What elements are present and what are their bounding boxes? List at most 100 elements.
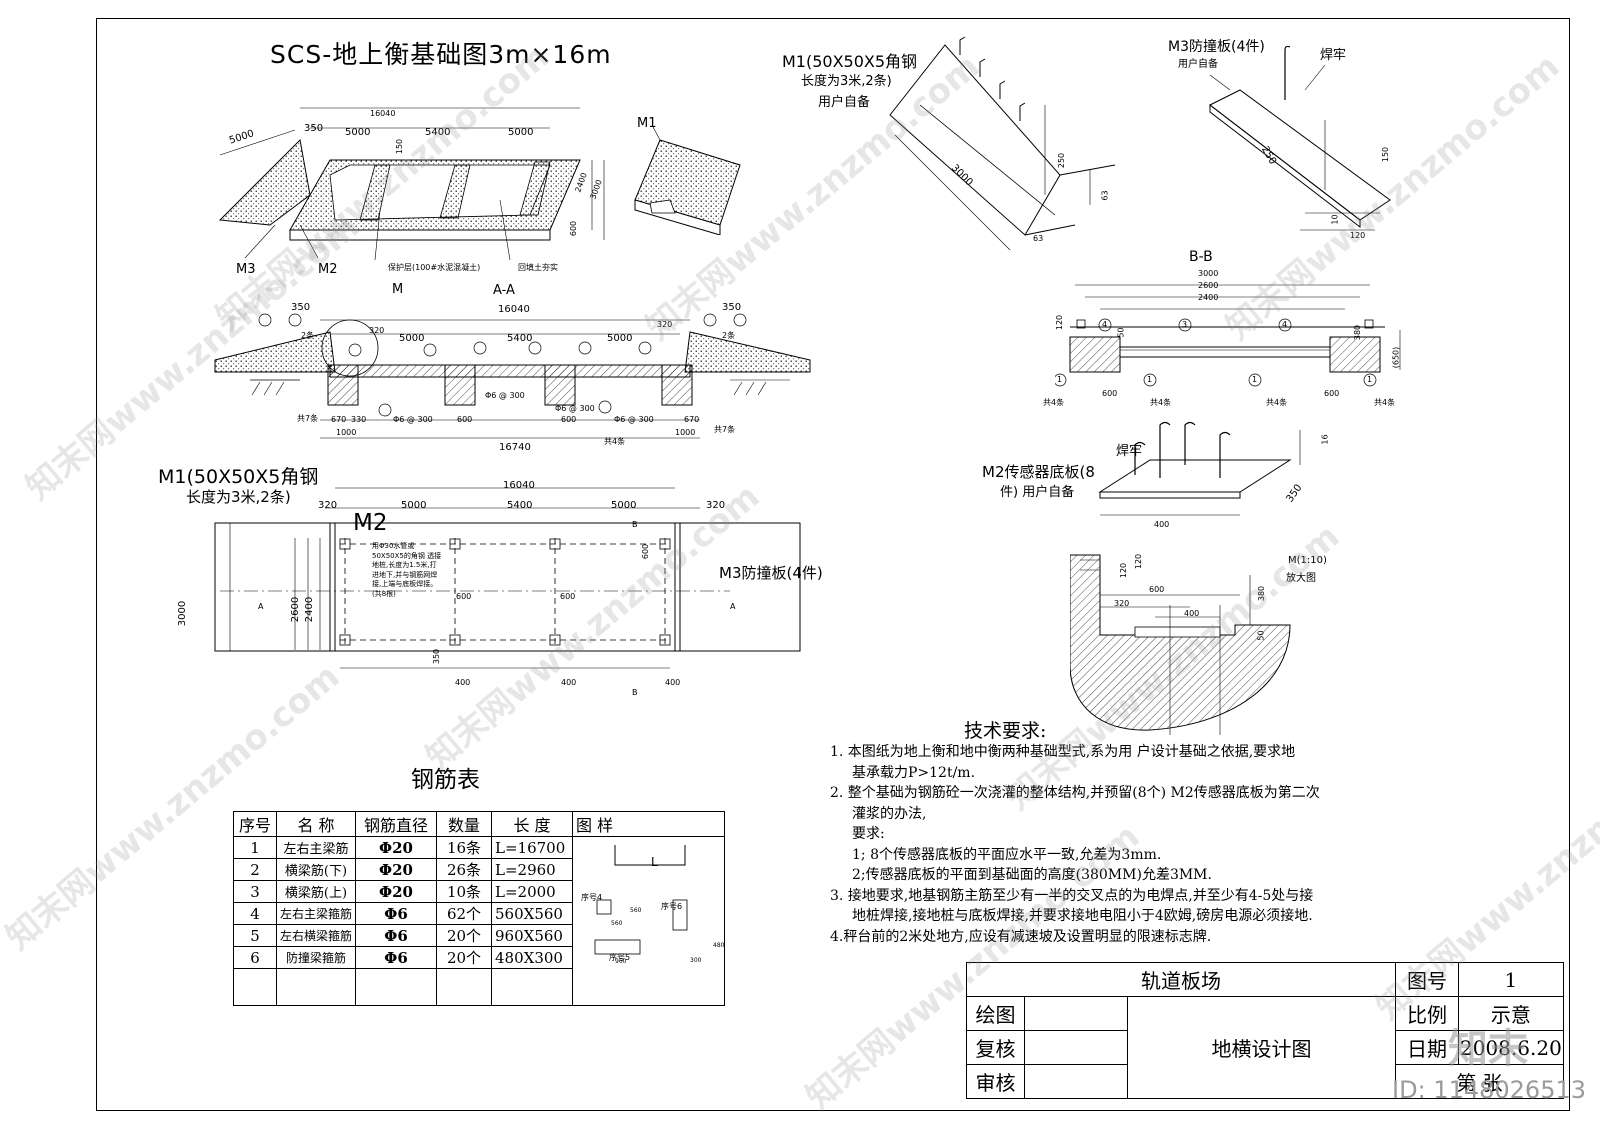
plan-dim-400b: 400 — [561, 678, 577, 687]
rebar-cell: Φ20 — [355, 836, 438, 859]
bb-dim-3000: 3000 — [1198, 269, 1219, 278]
aa-note-7tiao-r: 共7条 — [714, 425, 736, 434]
rebar-header-row: 序号 名 称 钢筋直径 数量 长 度 图 样 — [233, 811, 726, 837]
m3-dim-120: 120 — [1350, 231, 1366, 240]
m-dim-50: 50 — [1256, 630, 1266, 641]
aa-note-2tiao-l: 2条 — [301, 331, 315, 340]
rebar-table: 序号 名 称 钢筋直径 数量 长 度 图 样 1 左右主梁筋 Φ20 16条 L… — [233, 811, 726, 1006]
iso-dim-5000a: 5000 — [345, 127, 371, 138]
rebar-cell: 10条 — [436, 880, 493, 903]
plan-mark-a2: A — [730, 602, 736, 611]
plan-m2-label: M2 — [353, 510, 388, 536]
m-dim-120b: 120 — [1134, 553, 1144, 570]
plan-dim-600a: 600 — [456, 592, 472, 601]
iso-dim-350: 350 — [304, 123, 324, 134]
m1-block-label: M1 — [637, 116, 657, 131]
m-dim-600: 600 — [1149, 585, 1165, 594]
bb-callout-3: 3 — [1182, 320, 1188, 329]
plan-dim-5000r: 5000 — [611, 500, 637, 511]
tech-line: 要求: — [852, 826, 885, 842]
plan-mark-b2: B — [632, 688, 638, 697]
rebar-cell: 3 — [233, 880, 277, 903]
m2-detail-label: M2传感器底板(8 — [982, 463, 1095, 481]
rebar-sketch-480: 480 — [713, 942, 725, 949]
rebar-cell: L=2960 — [491, 858, 574, 881]
rebar-cell: 2 — [233, 858, 277, 881]
rebar-cell: 防撞梁箍筋 — [275, 946, 357, 969]
plan-dim-400c: 400 — [665, 678, 681, 687]
aa-dim-330: 330 — [351, 415, 367, 424]
m1-dim-63b: 63 — [1033, 234, 1044, 243]
aa-dim-16740: 16740 — [499, 442, 531, 453]
detail-m-enlarged — [1070, 554, 1291, 735]
aa-dim-1000r: 1000 — [675, 428, 696, 437]
rebar-cell: 20个 — [436, 924, 493, 947]
rebar-cell: 560X560 — [491, 902, 574, 925]
watermark-logo: 知末 — [1448, 1026, 1528, 1072]
rebar-cell: L=16700 — [491, 836, 574, 859]
detail-m2-plate — [1098, 421, 1301, 516]
plan-dim-2600: 2600 — [290, 596, 302, 623]
m3-dim-150: 150 — [1381, 146, 1391, 163]
tech-line: 1. 本图纸为地上衡和地中衡两种基础型式,系为用 户设计基础之依据,要求地 — [830, 744, 1296, 760]
drawing-title: SCS-地上衡基础图3m×16m — [270, 40, 612, 69]
aa-dim-350r: 350 — [722, 302, 742, 313]
rebar-cell: 左右主梁箍筋 — [275, 902, 357, 925]
bb-dim-600b: 600 — [1324, 389, 1340, 398]
plan-mark-a1: A — [258, 602, 264, 611]
rebar-cell: Φ6 — [355, 924, 438, 947]
bb-note-d: 共4条 — [1374, 398, 1396, 407]
rebar-cell: L=2000 — [491, 880, 574, 903]
rebar-cell: 左右主梁筋 — [275, 836, 357, 859]
bb-dim-50: 50 — [1116, 327, 1126, 338]
aa-dim-5000l: 5000 — [399, 333, 425, 344]
iso-label-backfill: 回填土夯实 — [518, 263, 558, 272]
iso-dim-600: 600 — [569, 220, 579, 237]
rebar-cell: 16条 — [436, 836, 493, 859]
aa-note-phi-b: Φ6 @ 300 — [393, 415, 433, 424]
tech-line: 4.秤台前的2米处地方,应设有减速坡及设置明显的限速标志牌. — [830, 928, 1212, 945]
m2-detail-label2: 件) 用户自备 — [1000, 485, 1075, 500]
rebar-header-seq: 序号 — [233, 811, 277, 837]
m1-detail-own: 用户自备 — [818, 95, 871, 110]
tb-drawing-name: 地横设计图 — [1127, 996, 1396, 1099]
rebar-cell: 横梁筋(上) — [275, 880, 357, 903]
table-row — [233, 968, 726, 1006]
rebar-header-dia: 钢筋直径 — [355, 811, 438, 837]
rebar-cell: 左右横梁箍筋 — [275, 924, 357, 947]
plan-dim-400a: 400 — [455, 678, 471, 687]
aa-dim-5400: 5400 — [507, 333, 533, 344]
bb-callout-1a: 1 — [1057, 375, 1063, 384]
rebar-cell: 960X560 — [491, 924, 574, 947]
tb-fig-no: 1 — [1458, 962, 1564, 997]
rebar-cell: 1 — [233, 836, 277, 859]
rebar-cell: 横梁筋(下) — [275, 858, 357, 881]
plan-view — [214, 487, 801, 669]
title-block: 轨道板场 图号 1 绘图 地横设计图 比例 示意 复核 日期 2008.6.20… — [966, 962, 1564, 1099]
rebar-sketch-560a: 560 — [630, 907, 642, 914]
rebar-cell: 6 — [233, 946, 277, 969]
bb-dim-2400: 2400 — [1198, 293, 1219, 302]
tb-drawn: 绘图 — [966, 996, 1025, 1031]
m1-dim-63a: 63 — [1100, 190, 1110, 201]
tech-line: 地桩焊接,接地桩与底板焊接,并要求接地电阻小于4欧姆,磅房电源必须接地. — [852, 908, 1313, 924]
plan-dim-5000l: 5000 — [401, 500, 427, 511]
m1-detail-label: M1(50X50X5角钢 — [782, 52, 918, 71]
m-dim-400: 400 — [1184, 609, 1200, 618]
rebar-sketches — [594, 845, 688, 955]
bb-callout-1c: 1 — [1252, 375, 1258, 384]
tb-fig-no-label: 图号 — [1395, 962, 1459, 997]
iso-label-m2: M2 — [318, 262, 338, 277]
bb-note-b: 共4条 — [1150, 398, 1172, 407]
section-aa — [214, 313, 811, 439]
bb-dim-2600: 2600 — [1198, 281, 1219, 290]
tb-scale-label: 比例 — [1395, 996, 1459, 1031]
aa-note-4tiao: 共4条 — [604, 437, 626, 446]
plan-dim-350: 350 — [432, 648, 442, 665]
rebar-cell: Φ20 — [355, 858, 438, 881]
m2-detail-weld: 焊牢 — [1116, 444, 1143, 459]
aa-dim-600b: 600 — [561, 415, 577, 424]
bb-callout-1d: 1 — [1367, 375, 1373, 384]
iso-label-m3: M3 — [236, 262, 256, 277]
watermark-id: ID: 1148026513 — [1392, 1076, 1586, 1104]
